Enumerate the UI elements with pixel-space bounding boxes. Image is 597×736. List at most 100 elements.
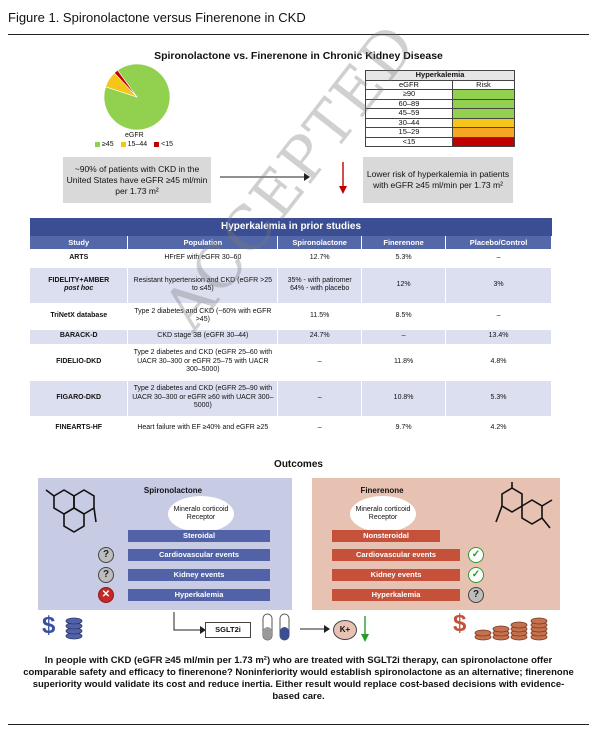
legend-label: ≥45 xyxy=(102,141,114,148)
legend-label: <15 xyxy=(161,141,173,148)
fine-cell: 11.8% xyxy=(361,344,447,381)
pie-legend: ≥45 15–44 <15 xyxy=(95,141,173,148)
hk-risk-cell xyxy=(451,89,516,100)
mineralocorticoid-receptor: Mineralo corticoid Receptor xyxy=(168,496,234,532)
right-arrow-icon xyxy=(220,173,310,181)
bottom-summary-text: In people with CKD (eGFR ≥45 ml/min per … xyxy=(23,655,574,702)
population-cell: Type 2 diabetes and CKD (eGFR 25–60 with… xyxy=(127,344,279,381)
hk-row: 30–44 xyxy=(365,117,516,128)
dollar-icon: $ xyxy=(42,612,56,639)
legend-swatch xyxy=(154,142,160,147)
check-icon: ✓ xyxy=(468,547,484,563)
bent-arrow-icon xyxy=(173,612,206,634)
fine-cell: 5.3% xyxy=(361,249,447,268)
placebo-cell: – xyxy=(445,303,552,330)
coin-stacks-icon xyxy=(474,617,548,641)
kidney-events-bar: Kidney events xyxy=(332,569,460,581)
spiro-cell: – xyxy=(277,380,363,417)
hyperkalemia-bar: Hyperkalemia xyxy=(128,589,270,601)
col-header-study: Study xyxy=(30,236,129,249)
population-cell: Heart failure with EF ≥40% and eGFR ≥25 xyxy=(127,416,279,441)
study-name: FIDELIO-DKD xyxy=(30,344,129,381)
hyperkalemia-bar: Hyperkalemia xyxy=(332,589,460,601)
study-name: TriNetX database xyxy=(30,303,129,330)
x-mark-icon: ✕ xyxy=(98,587,114,603)
table-row: BARACK-D CKD stage 3B (eGFR 30–44) 24.7%… xyxy=(30,329,552,345)
placebo-cell: 5.3% xyxy=(445,380,552,417)
green-down-arrow-icon xyxy=(361,616,369,642)
cardiovascular-events-bar: Cardiovascular events xyxy=(332,549,460,561)
bottom-rule xyxy=(8,724,589,725)
legend-item: ≥45 xyxy=(95,141,114,148)
legend-swatch xyxy=(95,142,100,147)
population-cell: Type 2 diabetes and CKD (eGFR 25–90 with… xyxy=(127,380,279,417)
spiro-cell: – xyxy=(277,416,363,441)
fine-cell: – xyxy=(361,329,447,345)
sglt2i-box: SGLT2i xyxy=(205,622,251,638)
mineralocorticoid-receptor: Mineralo corticoid Receptor xyxy=(350,496,416,532)
left-info-box: ~90% of patients with CKD in the United … xyxy=(63,157,211,203)
pill-capsules-icon xyxy=(262,613,290,641)
population-cell: CKD stage 3B (eGFR 30–44) xyxy=(127,329,279,345)
spiro-cell: 12.7% xyxy=(277,249,363,268)
table-row: FIDELIO-DKD Type 2 diabetes and CKD (eGF… xyxy=(30,344,552,381)
top-rule xyxy=(8,34,589,35)
egfr-pie-chart xyxy=(103,63,171,131)
question-icon: ? xyxy=(98,547,114,563)
study-name: FIGARO-DKD xyxy=(30,380,129,417)
studies-table: Hyperkalemia in prior studies Study Popu… xyxy=(30,218,552,441)
pie-slice xyxy=(113,69,138,98)
legend-item: 15–44 xyxy=(120,141,148,148)
spiro-cell: 35% - with patiromer 64% - with placebo xyxy=(277,267,363,304)
hk-row: 45–59 xyxy=(365,108,516,119)
col-header-population: Population xyxy=(127,236,279,249)
hk-risk-cell xyxy=(451,127,516,138)
legend-label: 15–44 xyxy=(127,141,148,148)
spironolactone-panel: Spironolactone Mineralo corticoid Recept… xyxy=(38,478,292,610)
down-arrow-icon xyxy=(339,162,347,194)
dollar-icon: $ xyxy=(453,610,467,637)
nonsteroidal-bar: Nonsteroidal xyxy=(332,530,440,542)
hyperkalemia-risk-table: Hyperkalemia eGFR Risk ≥90 60–89 45–59 3… xyxy=(365,70,516,147)
population-cell: Resistant hypertension and CKD (eGFR >25… xyxy=(127,267,279,304)
table-row: TriNetX database Type 2 diabetes and CKD… xyxy=(30,303,552,330)
population-cell: Type 2 diabetes and CKD (~60% with eGFR … xyxy=(127,303,279,330)
study-name: ARTS xyxy=(30,249,129,268)
placebo-cell: 13.4% xyxy=(445,329,552,345)
pie-label: eGFR xyxy=(125,132,144,139)
finerenone-panel: Finerenone Mineralo corticoid Receptor N… xyxy=(312,478,560,610)
study-sub: post hoc xyxy=(64,285,94,292)
hk-risk-cell xyxy=(451,136,516,147)
hk-col-risk: Risk xyxy=(451,79,516,90)
col-header-spironolactone: Spironolactone xyxy=(277,236,363,249)
study-name: FIDELITY+AMBER xyxy=(48,276,110,284)
fine-cell: 12% xyxy=(361,267,447,304)
spironolactone-title: Spironolactone xyxy=(143,486,203,495)
col-header-finerenone: Finerenone xyxy=(361,236,447,249)
hk-risk-cell xyxy=(451,98,516,109)
placebo-cell: 3% xyxy=(445,267,552,304)
steroidal-bar: Steroidal xyxy=(128,530,270,542)
outcomes-title: Outcomes xyxy=(274,459,323,470)
fine-cell: 9.7% xyxy=(361,416,447,441)
right-arrow-icon xyxy=(300,625,330,633)
fine-cell: 8.5% xyxy=(361,303,447,330)
studies-banner: Hyperkalemia in prior studies xyxy=(30,218,552,236)
placebo-cell: 4.8% xyxy=(445,344,552,381)
cardiovascular-events-bar: Cardiovascular events xyxy=(128,549,270,561)
col-header-placebo: Placebo/Control xyxy=(445,236,552,249)
placebo-cell: – xyxy=(445,249,552,268)
spironolactone-molecule-icon xyxy=(45,489,97,533)
figure-title: Figure 1. Spironolactone versus Finereno… xyxy=(8,10,306,25)
finerenone-title: Finerenone xyxy=(360,486,404,495)
hk-egfr-cell: <15 xyxy=(365,136,453,147)
table-row: ARTS HFrEF with eGFR 30–60 12.7% 5.3% – xyxy=(30,249,552,268)
study-name: FINEARTS-HF xyxy=(30,416,129,441)
table-row: FINEARTS-HF Heart failure with EF ≥40% a… xyxy=(30,416,552,441)
right-info-box: Lower risk of hyperkalemia in patients w… xyxy=(363,157,513,203)
spiro-cell: – xyxy=(277,344,363,381)
potassium-icon: K+ xyxy=(333,620,357,640)
legend-swatch xyxy=(120,142,126,147)
